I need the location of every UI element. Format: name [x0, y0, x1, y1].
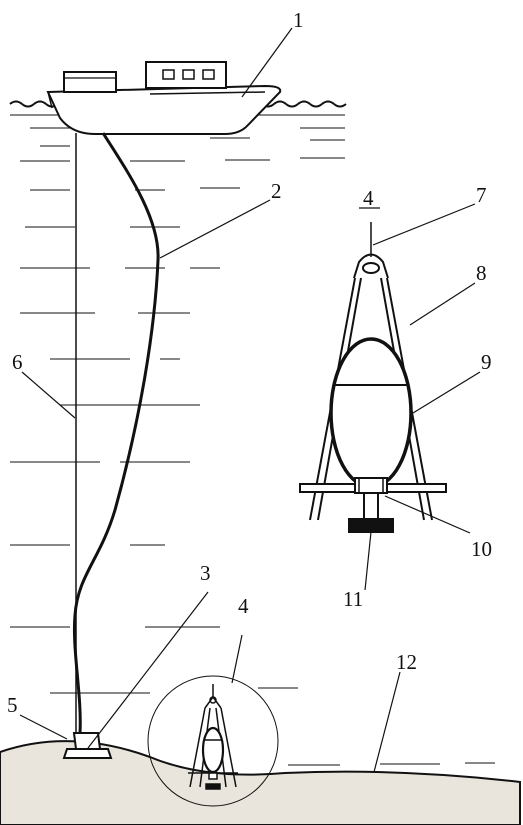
release-unit — [354, 477, 388, 494]
lander-detail — [299, 222, 447, 533]
label-cable-end: 3 — [200, 561, 211, 585]
label-ship: 1 — [293, 8, 304, 32]
lander-on-seabed-callout — [147, 675, 279, 807]
top-cap — [353, 253, 389, 279]
label-lander-detail: 4 — [363, 186, 374, 210]
label-release-unit: 10 — [471, 537, 492, 561]
buoyancy-sphere — [329, 337, 413, 489]
ship-cabin — [63, 71, 117, 93]
label-lander-callout: 4 — [238, 594, 249, 618]
ship-bridge — [145, 61, 227, 89]
leader-lines — [19, 27, 481, 773]
label-seabed: 12 — [396, 650, 417, 674]
part-number-labels: 1 2 3 4 4 5 6 7 8 9 10 11 12 — [7, 8, 492, 717]
anchor-stem — [363, 492, 379, 520]
label-guide-rope: 6 — [12, 350, 23, 374]
label-lift-eye: 7 — [476, 183, 487, 207]
label-frame: 8 — [476, 261, 487, 285]
ship — [46, 61, 282, 135]
ship-hull — [46, 84, 282, 135]
label-cable: 2 — [271, 179, 282, 203]
label-anchor: 11 — [343, 587, 363, 611]
seabed-junction-box — [62, 732, 113, 759]
anchor-weight — [348, 518, 394, 533]
water-column-lines — [10, 127, 495, 766]
label-buoyancy-sphere: 9 — [481, 350, 492, 374]
lift-eye — [362, 262, 380, 274]
label-junction-box: 5 — [7, 693, 18, 717]
umbilical-cable — [72, 132, 160, 734]
